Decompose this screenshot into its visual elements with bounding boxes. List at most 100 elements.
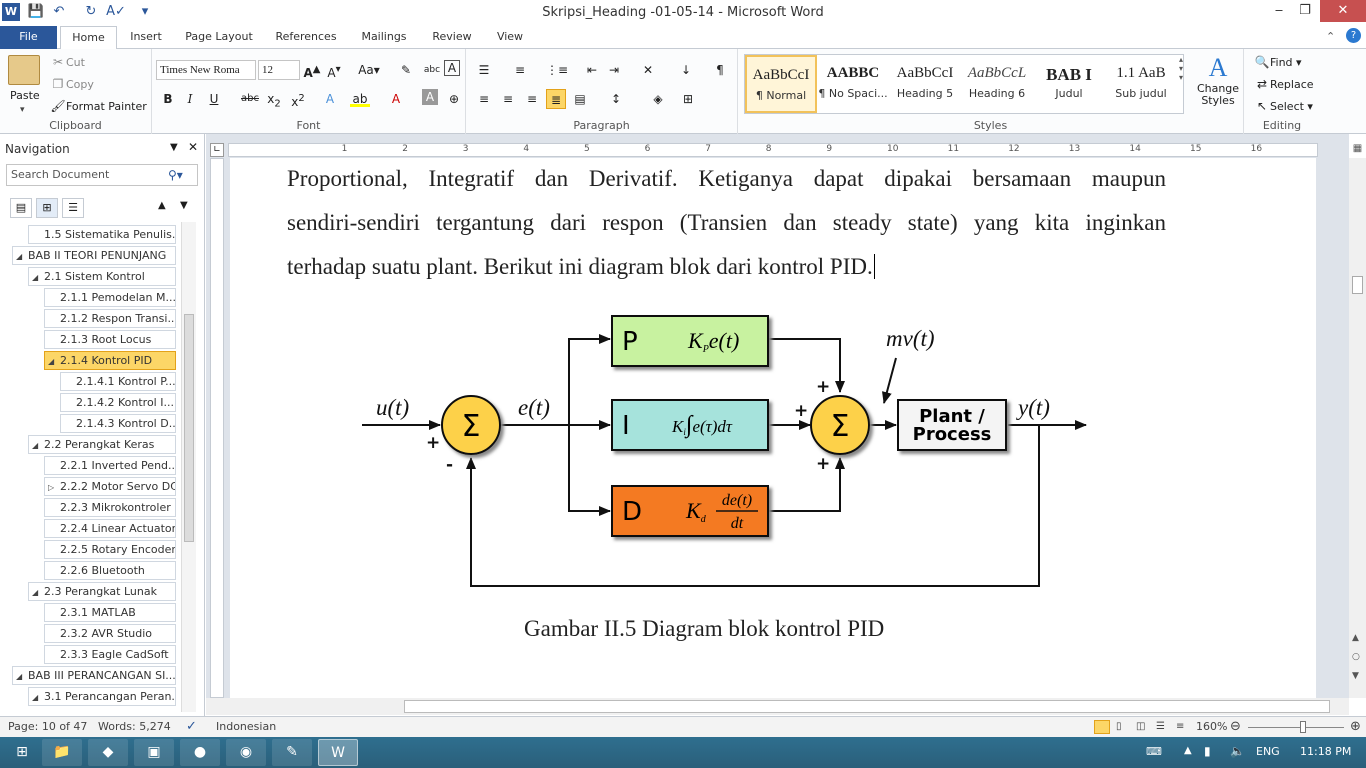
maximize-button[interactable]: ❐ — [1299, 3, 1311, 18]
align-left-icon[interactable]: ≡ — [478, 92, 490, 106]
page-count[interactable]: Page: 10 of 47 — [8, 720, 88, 733]
word-count[interactable]: Words: 5,274 — [98, 720, 171, 733]
close-button[interactable]: ✕ — [1320, 0, 1366, 22]
nav-heading-item[interactable]: 1.5 Sistematika Penulis... — [28, 225, 176, 244]
tab-references[interactable]: References — [275, 30, 337, 43]
proofing-icon[interactable]: ✓ — [186, 719, 197, 734]
chrome-icon[interactable]: ◉ — [226, 739, 266, 766]
browse-object-icon[interactable]: ○ — [1352, 652, 1360, 662]
nav-heading-item[interactable]: 2.3.1 MATLAB — [44, 603, 176, 622]
outline-view-icon[interactable]: ☰ — [1156, 721, 1165, 732]
multilevel-list-icon[interactable]: ⋮≡ — [546, 63, 569, 77]
volume-icon[interactable]: 🔈 — [1230, 744, 1245, 758]
undo-icon[interactable]: ↶ — [53, 4, 65, 19]
highlight-icon[interactable]: ab — [350, 89, 370, 109]
nav-heading-item[interactable]: 2.1.1 Pemodelan M... — [44, 288, 176, 307]
nav-heading-item[interactable]: 2.3.3 Eagle CadSoft — [44, 645, 176, 664]
expand-toggle-icon[interactable]: ◢ — [32, 441, 39, 450]
change-case-icon[interactable]: Aa▾ — [358, 63, 380, 77]
search-icon[interactable]: ⚲▾ — [168, 168, 183, 182]
zoom-slider-thumb[interactable] — [1300, 721, 1306, 733]
app-icon-1[interactable]: ◆ — [88, 739, 128, 766]
grow-font-icon[interactable]: A▲ — [303, 64, 321, 80]
nav-heading-item[interactable]: 2.2.3 Mikrokontroler — [44, 498, 176, 517]
notepad-icon[interactable]: ✎ — [272, 739, 312, 766]
paste-button[interactable]: Paste — [10, 89, 40, 102]
expand-toggle-icon[interactable]: ◢ — [16, 252, 23, 261]
find-button[interactable]: 🔍Find ▾ — [1254, 55, 1302, 69]
navigation-close-icon[interactable]: ✕ — [188, 140, 199, 154]
expand-toggle-icon[interactable]: ◢ — [32, 588, 39, 597]
format-painter-button[interactable]: 🖌Format Painter — [50, 98, 146, 114]
word-taskbar-icon[interactable]: W — [318, 739, 358, 766]
browse-results-icon[interactable]: ☰ — [62, 198, 84, 218]
numbering-icon[interactable]: ≡ — [514, 63, 526, 77]
language-status[interactable]: Indonesian — [216, 720, 277, 733]
customize-quick-access-icon[interactable]: ▾ — [141, 4, 149, 19]
clear-formatting-icon[interactable]: ✎ — [400, 63, 412, 77]
text-effects-icon[interactable]: A — [325, 92, 335, 106]
bold-button[interactable]: B — [163, 92, 173, 106]
expand-toggle-icon[interactable]: ◢ — [16, 672, 23, 681]
nav-heading-item[interactable]: 2.2.6 Bluetooth — [44, 561, 176, 580]
nav-heading-item[interactable]: 2.1.4.2 Kontrol I... — [60, 393, 176, 412]
nav-heading-item[interactable]: 2.1.3 Root Locus — [44, 330, 176, 349]
decrease-indent-icon[interactable]: ⇤ — [586, 63, 598, 77]
redo-icon[interactable]: ↻ — [85, 4, 97, 19]
justify-icon[interactable]: ≣ — [546, 89, 566, 109]
browse-headings-icon[interactable]: ▤ — [10, 198, 32, 218]
tab-view[interactable]: View — [496, 30, 524, 43]
superscript-button[interactable]: x2 — [291, 93, 305, 109]
character-shading-icon[interactable]: A — [422, 89, 438, 105]
nav-heading-item[interactable]: 2.1.2 Respon Transi... — [44, 309, 176, 328]
nav-heading-item[interactable]: ◢2.2 Perangkat Keras — [28, 435, 176, 454]
tab-mailings[interactable]: Mailings — [361, 30, 407, 43]
character-border-icon[interactable]: A — [444, 60, 460, 76]
keyboard-icon[interactable]: ⌨ — [1146, 745, 1162, 758]
input-language[interactable]: ENG — [1256, 745, 1280, 758]
help-icon[interactable]: ? — [1346, 28, 1361, 43]
horizontal-scrollbar[interactable] — [206, 698, 1349, 715]
navigation-scrollbar[interactable] — [181, 222, 196, 712]
nav-heading-item[interactable]: ▷2.2.2 Motor Servo DC — [44, 477, 176, 496]
change-styles-button[interactable]: A Change Styles — [1196, 53, 1240, 107]
style-no-spacing[interactable]: AABBC¶ No Spaci... — [817, 55, 889, 113]
tab-insert[interactable]: Insert — [130, 30, 162, 43]
browse-pages-icon[interactable]: ⊞ — [36, 198, 58, 218]
nav-heading-item[interactable]: 2.1.4.3 Kontrol D... — [60, 414, 176, 433]
borders-icon[interactable]: ⊞ — [682, 92, 694, 106]
phonetic-guide-icon[interactable]: abc — [423, 65, 441, 75]
tab-page-layout[interactable]: Page Layout — [185, 30, 253, 43]
file-explorer-icon[interactable]: 📁 — [42, 739, 82, 766]
nav-heading-item[interactable]: ◢BAB II TEORI PENUNJANG — [12, 246, 176, 265]
expand-toggle-icon[interactable]: ◢ — [32, 693, 39, 702]
draft-view-icon[interactable]: ≡ — [1176, 721, 1185, 732]
save-icon[interactable]: 💾 — [27, 4, 45, 19]
tab-selector-icon[interactable]: ∟ — [210, 143, 224, 157]
nav-heading-item[interactable]: ◢2.3 Perangkat Lunak — [28, 582, 176, 601]
print-layout-icon[interactable] — [1094, 720, 1110, 734]
nav-heading-item[interactable]: 2.2.1 Inverted Pend... — [44, 456, 176, 475]
nav-heading-item[interactable]: ◢2.1 Sistem Kontrol — [28, 267, 176, 286]
previous-page-icon[interactable]: ▲ — [1352, 633, 1359, 643]
paste-icon[interactable] — [8, 55, 40, 85]
spelling-icon[interactable]: A✓ — [106, 4, 126, 19]
minimize-button[interactable]: ‒ — [1274, 3, 1284, 18]
vertical-scroll-thumb[interactable] — [1352, 276, 1363, 294]
show-formatting-marks-icon[interactable]: ¶ — [716, 63, 724, 77]
tab-review[interactable]: Review — [432, 30, 472, 43]
zoom-slider[interactable] — [1248, 727, 1344, 728]
next-page-icon[interactable]: ▼ — [1352, 671, 1359, 681]
next-heading-icon[interactable]: ▼ — [180, 200, 188, 211]
increase-indent-icon[interactable]: ⇥ — [608, 63, 620, 77]
shrink-font-icon[interactable]: A▾ — [327, 64, 341, 80]
paste-dropdown-icon[interactable]: ▾ — [20, 105, 25, 115]
tab-home[interactable]: Home — [60, 26, 117, 50]
italic-button[interactable]: I — [187, 92, 193, 106]
zoom-level[interactable]: 160% — [1196, 720, 1228, 733]
strikethrough-button[interactable]: abc — [241, 93, 259, 104]
view-ruler-icon[interactable]: ▦ — [1352, 143, 1363, 154]
